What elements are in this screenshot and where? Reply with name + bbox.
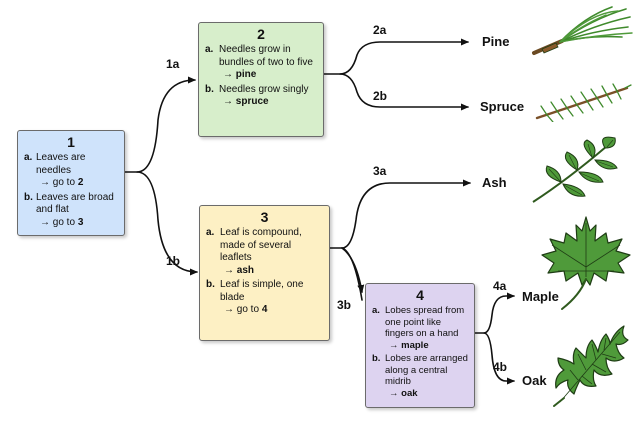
option-target: ash	[236, 264, 255, 276]
key-box-2: 2 a. Needles grow in bundles of two to f…	[198, 22, 324, 137]
branch-label-4b: 4b	[493, 360, 508, 374]
key-option-2a: a. Needles grow in bundles of two to fiv…	[205, 44, 317, 82]
species-label-ash: Ash	[482, 175, 507, 190]
key-option-1b: b. Leaves are broad and flat → go to 3	[24, 192, 118, 230]
option-arrow-text: →	[389, 339, 399, 351]
branch-label-1a: 1a	[166, 57, 180, 71]
pine-needles-icon	[532, 6, 633, 55]
option-letter: a.	[372, 305, 380, 316]
option-body: Needles grow in bundles of two to five →…	[219, 44, 317, 82]
option-letter: a.	[205, 44, 214, 55]
option-action: → maple	[385, 340, 468, 352]
branch-line-3a	[329, 179, 471, 249]
option-body: Lobes are arranged along a central midri…	[385, 353, 468, 399]
key-box-3: 3 a. Leaf is compound, made of several l…	[199, 205, 330, 341]
option-arrow-text: → go to	[40, 177, 76, 188]
option-text: Needles grow singly	[219, 83, 309, 95]
option-text: Leaf is compound, made of several leafle…	[220, 227, 302, 263]
option-body: Leaf is compound, made of several leafle…	[220, 227, 323, 277]
option-letter: a.	[24, 152, 33, 163]
key-option-4a: a. Lobes spread from one point like fing…	[372, 305, 468, 351]
option-body: Lobes spread from one point like fingers…	[385, 305, 468, 351]
key-option-1a: a. Leaves are needles → go to 2	[24, 152, 118, 190]
species-label-pine: Pine	[482, 34, 510, 49]
option-text: Lobes are arranged along a central midri…	[385, 353, 468, 387]
branch-label-3a: 3a	[373, 164, 387, 178]
branch-label-3b: 3b	[337, 298, 352, 312]
spruce-twig-icon	[535, 83, 632, 122]
branch-label-1b: 1b	[166, 254, 181, 268]
key-box-1: 1 a. Leaves are needles → go to 2 b. Lea…	[17, 130, 125, 236]
option-action: → pine	[219, 69, 317, 82]
key-option-4b: b. Lobes are arranged along a central mi…	[372, 353, 468, 399]
option-action: → go to 3	[36, 217, 118, 230]
key-number: 2	[257, 26, 265, 42]
species-label-spruce: Spruce	[480, 99, 525, 114]
option-letter: b.	[372, 353, 381, 364]
option-arrow-text: →	[224, 264, 234, 276]
option-arrow-text: →	[389, 387, 399, 399]
option-target: 3	[77, 216, 84, 228]
oak-leaf-icon	[553, 325, 629, 407]
ash-leaf-icon	[532, 136, 618, 203]
option-target: spruce	[235, 96, 269, 107]
option-arrow-text: → go to	[40, 216, 76, 228]
option-letter: b.	[24, 191, 33, 203]
option-body: Needles grow singly → spruce	[219, 84, 317, 109]
branch-line-1b	[136, 171, 198, 276]
option-arrow-text: →	[223, 69, 233, 80]
branch-line-1a	[124, 76, 196, 173]
key-option-3b: b. Leaf is simple, one blade → go to 4	[206, 279, 323, 317]
option-text: Leaf is simple, one blade	[220, 279, 304, 303]
branch-line-2a	[323, 38, 469, 75]
option-target: 4	[261, 304, 268, 315]
branch-line-4a	[474, 292, 515, 334]
option-arrow-text: →	[223, 96, 233, 107]
option-action: → go to 4	[220, 304, 323, 317]
option-letter: b.	[206, 279, 215, 290]
option-text: Lobes spread from one point like fingers…	[385, 305, 465, 339]
option-action: → spruce	[219, 96, 317, 109]
option-target: 2	[77, 177, 84, 188]
option-text: Needles grow in bundles of two to five	[219, 44, 313, 68]
option-target: oak	[401, 387, 418, 399]
maple-leaf-icon	[541, 216, 631, 310]
species-label-oak: Oak	[522, 373, 547, 388]
option-action: → oak	[385, 388, 468, 400]
option-target: pine	[235, 69, 257, 80]
option-letter: a.	[206, 227, 215, 238]
key-box-4: 4 a. Lobes spread from one point like fi…	[365, 283, 475, 408]
option-arrow-text: → go to	[224, 304, 260, 315]
key-number: 1	[67, 134, 75, 150]
branch-line-2b	[339, 73, 469, 111]
option-target: maple	[401, 339, 429, 351]
key-number: 4	[416, 287, 424, 303]
branch-line-3b	[341, 247, 363, 301]
species-label-maple: Maple	[522, 289, 559, 304]
branch-label-2b: 2b	[373, 89, 388, 103]
option-body: Leaf is simple, one blade → go to 4	[220, 279, 323, 317]
branch-label-4a: 4a	[493, 279, 507, 293]
option-action: → ash	[220, 265, 323, 278]
option-text: Leaves are needles	[36, 152, 86, 176]
key-option-2b: b. Needles grow singly → spruce	[205, 84, 317, 109]
branch-line-4b	[483, 332, 515, 385]
branch-label-2a: 2a	[373, 23, 387, 37]
option-body: Leaves are needles → go to 2	[36, 152, 118, 190]
option-body: Leaves are broad and flat → go to 3	[36, 192, 118, 230]
option-action: → go to 2	[36, 177, 118, 190]
key-number: 3	[260, 209, 269, 225]
option-letter: b.	[205, 83, 214, 95]
option-text: Leaves are broad and flat	[36, 191, 114, 216]
key-option-3a: a. Leaf is compound, made of several lea…	[206, 227, 323, 277]
